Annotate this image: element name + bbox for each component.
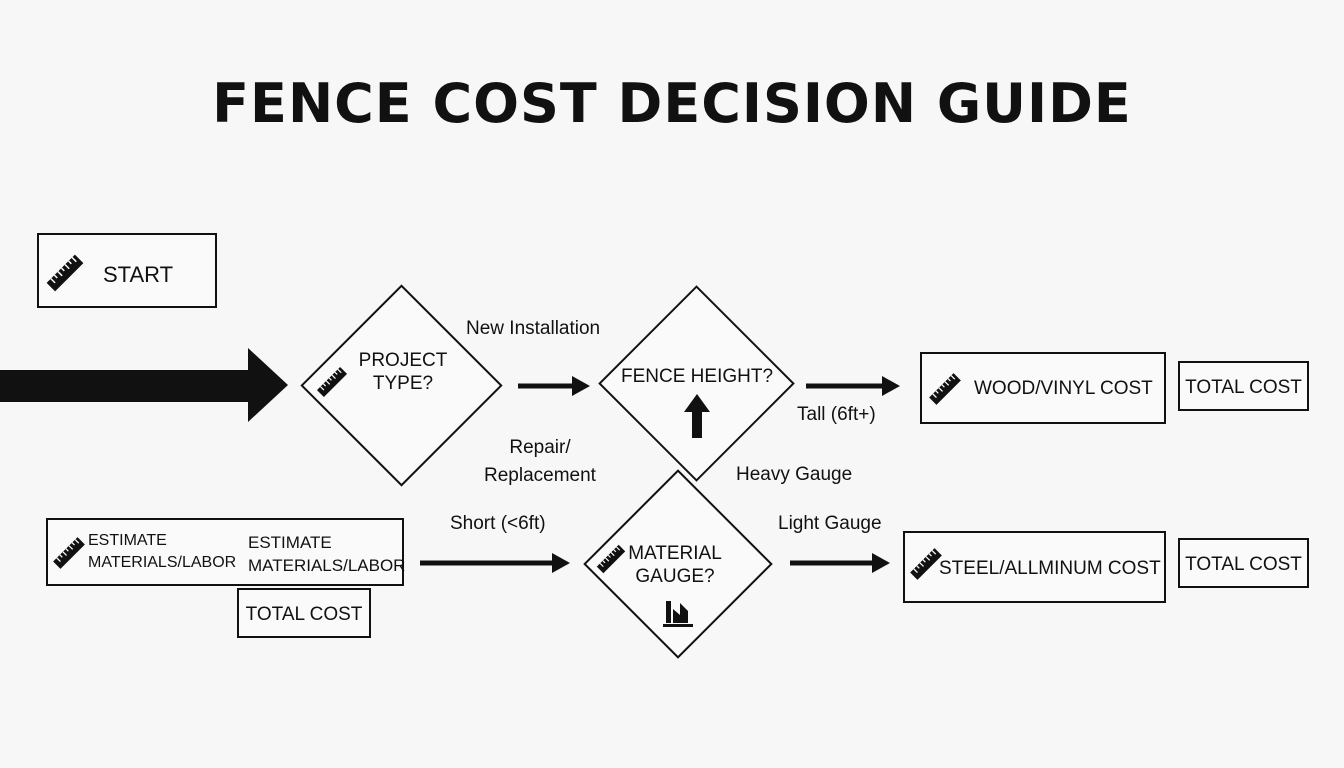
total-cost-bottom-label: TOTAL COST: [1185, 554, 1302, 575]
steel-aluminum-cost-node[interactable]: STEEL/ALLMINUM COST: [903, 531, 1166, 603]
total-cost-top-node[interactable]: TOTAL COST: [1178, 361, 1309, 411]
ruler-icon: [596, 544, 626, 574]
ruler-icon: [910, 548, 942, 580]
fence-height-label: FENCE HEIGHT?: [621, 366, 774, 387]
factory-icon: [663, 601, 693, 627]
start-label: START: [103, 262, 174, 287]
arrow-height-to-wood: [806, 376, 900, 396]
estimate-node[interactable]: ESTIMATE MATERIALS/LABOR ESTIMATE MATERI…: [46, 518, 406, 586]
arrow-project-to-height: [518, 376, 590, 396]
ruler-icon: [316, 366, 348, 398]
wood-vinyl-cost-node[interactable]: WOOD/VINYL COST: [920, 352, 1166, 424]
total-cost-bottom-node[interactable]: TOTAL COST: [1178, 538, 1309, 588]
ruler-icon: [53, 537, 85, 569]
total-cost-left-label: TOTAL COST: [245, 604, 363, 625]
estimate-label-right: ESTIMATE MATERIALS/LABOR: [248, 533, 406, 575]
wood-vinyl-cost-label: WOOD/VINYL COST: [974, 378, 1153, 399]
ruler-icon: [929, 373, 961, 405]
edge-label-tall: Tall (6ft+): [797, 404, 876, 425]
material-gauge-label: MATERIAL GAUGE?: [628, 543, 722, 587]
arrow-estimate-to-gauge: [420, 553, 570, 573]
total-cost-left-node[interactable]: TOTAL COST: [237, 588, 371, 638]
arrow-gauge-to-steel: [790, 553, 890, 573]
start-node[interactable]: START: [37, 233, 217, 308]
total-cost-top-label: TOTAL COST: [1185, 377, 1302, 398]
page-title: FENCE COST DECISION GUIDE: [212, 72, 1132, 135]
edge-label-heavy-gauge: Heavy Gauge: [736, 464, 853, 485]
project-type-label: PROJECT TYPE?: [358, 350, 448, 394]
edge-label-short: Short (<6ft): [450, 513, 546, 534]
steel-aluminum-cost-label: STEEL/ALLMINUM COST: [939, 558, 1161, 579]
edge-label-light-gauge: Light Gauge: [778, 513, 882, 534]
estimate-label-left: ESTIMATE MATERIALS/LABOR: [88, 532, 237, 571]
arrow-up-icon: [684, 394, 710, 438]
edge-label-new-installation: New Installation: [466, 318, 601, 339]
edge-label-repair-replacement: Repair/ Replacement: [484, 437, 596, 486]
ruler-icon: [46, 254, 84, 292]
entry-arrow: [0, 348, 288, 422]
